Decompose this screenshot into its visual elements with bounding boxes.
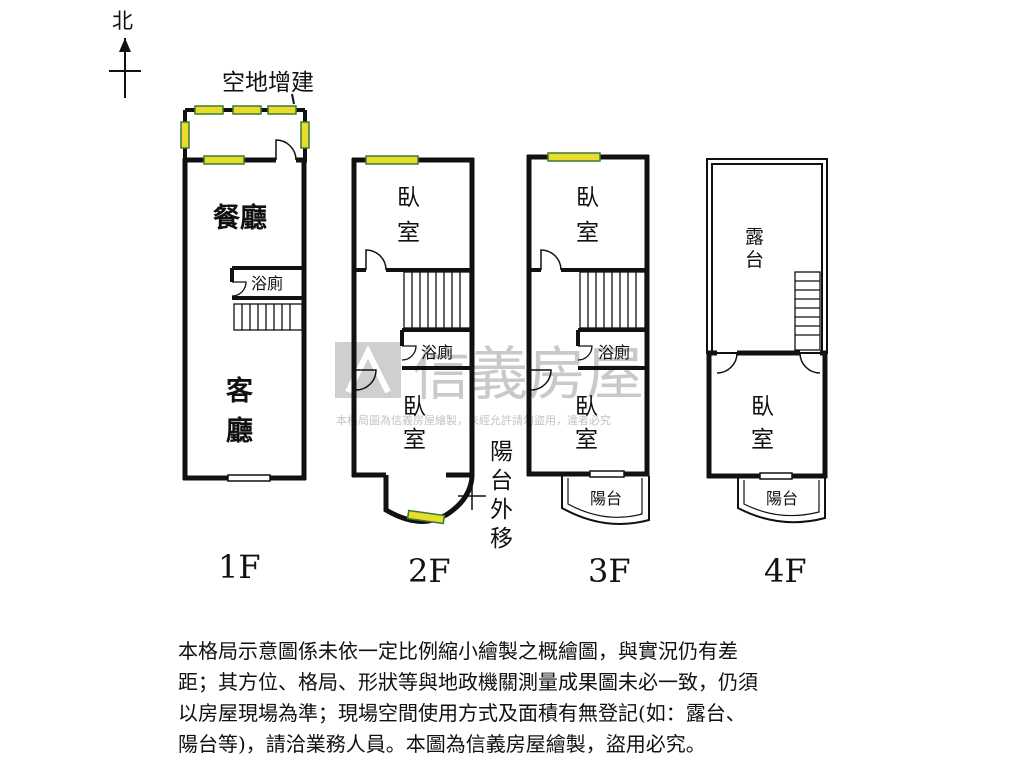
door-swing-icon: [275, 139, 297, 161]
floor-1-windows: [180, 105, 310, 482]
bath-label: 浴廁: [421, 343, 453, 362]
floor-3-plan: 臥 室 浴廁 臥 室 陽台 3F: [526, 152, 650, 590]
bedroom-label-1: 臥: [397, 185, 420, 211]
north-compass: 北: [109, 9, 141, 98]
stair-icon: [794, 271, 821, 351]
window-icon: [267, 105, 297, 115]
balcony-outline: [561, 476, 650, 525]
floor-1-label: 1F: [218, 548, 261, 586]
floor-1-bath-walls: [230, 266, 304, 300]
bedroom-label-2: 室: [397, 220, 420, 246]
balcony-label: 陽台: [766, 489, 798, 508]
window-icon: [180, 121, 190, 149]
living-room-label-1: 客: [226, 375, 254, 407]
balcony-note-1: 陽: [490, 439, 513, 465]
door-swing-icon: [540, 249, 562, 271]
bedroom-label-1: 臥: [751, 394, 774, 420]
floor-3-inner-walls: [529, 268, 647, 370]
bath-label: 浴廁: [251, 274, 283, 293]
balcony-note-4: 移: [490, 526, 513, 552]
balcony-note-3: 外: [490, 497, 513, 523]
window-icon: [365, 155, 419, 165]
window-icon: [547, 152, 601, 162]
floor-2-inner-walls: [354, 268, 472, 370]
extension-area-outline: [183, 108, 307, 160]
bedroom-label-1: 臥: [403, 394, 426, 420]
disclaimer-line: 以房屋現場為準；現場空間使用方式及面積有無登記(如：露台、: [178, 701, 746, 725]
floor-4-walls: [706, 350, 828, 479]
floor-2-label: 2F: [408, 552, 451, 590]
stair-icon: [233, 303, 303, 331]
window-icon: [194, 105, 224, 115]
window-icon: [232, 105, 262, 115]
living-room-label-2: 廳: [226, 415, 253, 447]
floor-1-walls: [182, 157, 307, 481]
stair-icon: [403, 271, 471, 329]
dining-room-label: 餐廳: [213, 202, 267, 234]
compass-label: 北: [112, 9, 133, 33]
window-icon: [203, 155, 245, 165]
terrace-label-1: 露: [745, 226, 764, 248]
floor-4-plan: 露 台 臥 室 陽台 4F: [706, 158, 828, 590]
stair-icon: [579, 271, 646, 329]
disclaimer-text: 本格局示意圖係未依一定比例縮小繪製之概繪圖，與實況仍有差 距；其方位、格局、形狀…: [178, 636, 938, 760]
disclaimer-line: 距；其方位、格局、形狀等與地政機關測量成果圖未必一致，仍須: [178, 670, 758, 694]
window-icon: [406, 509, 446, 525]
sliding-door-icon: [759, 472, 793, 480]
extension-label: 空地增建: [222, 70, 314, 96]
bedroom-label-1: 臥: [575, 394, 598, 420]
sliding-door-icon: [589, 470, 625, 478]
door-swing-icon: [355, 369, 377, 391]
bedroom-label-2: 室: [403, 427, 426, 453]
door-swing-icon: [716, 352, 738, 374]
door-swing-icon: [577, 345, 593, 361]
balcony-note-2: 台: [490, 468, 513, 494]
door-swing-icon: [799, 352, 821, 374]
door-swing-icon: [231, 281, 247, 297]
terrace-outline: [706, 158, 828, 354]
floor-2-plan: 臥 室 浴廁 臥 室 陽 台 外 移 2F: [351, 155, 513, 590]
window-icon: [300, 121, 310, 149]
door-swing-icon: [530, 369, 552, 391]
balcony-outline: [737, 478, 826, 524]
bath-label: 浴廁: [598, 343, 630, 362]
bedroom-label-2: 室: [751, 427, 774, 453]
bedroom-label-2: 室: [576, 220, 599, 246]
floor-4-label: 4F: [764, 552, 807, 590]
sliding-door-icon: [227, 474, 271, 482]
bedroom-label-1: 臥: [576, 185, 599, 211]
floor-3-label: 3F: [588, 552, 631, 590]
disclaimer-line: 本格局示意圖係未依一定比例縮小繪製之概繪圖，與實況仍有差: [178, 639, 738, 663]
balcony-label: 陽台: [590, 489, 622, 508]
bedroom-label-2: 室: [575, 427, 598, 453]
north-arrow-icon: [119, 38, 131, 52]
door-swing-icon: [365, 249, 387, 271]
floor-1-plan: 空地增建: [180, 70, 314, 586]
terrace-label-2: 台: [745, 249, 764, 271]
door-swing-icon: [401, 345, 417, 361]
disclaimer-line: 陽台等)，請洽業務人員。本圖為信義房屋繪製，盜用必究。: [178, 732, 706, 756]
